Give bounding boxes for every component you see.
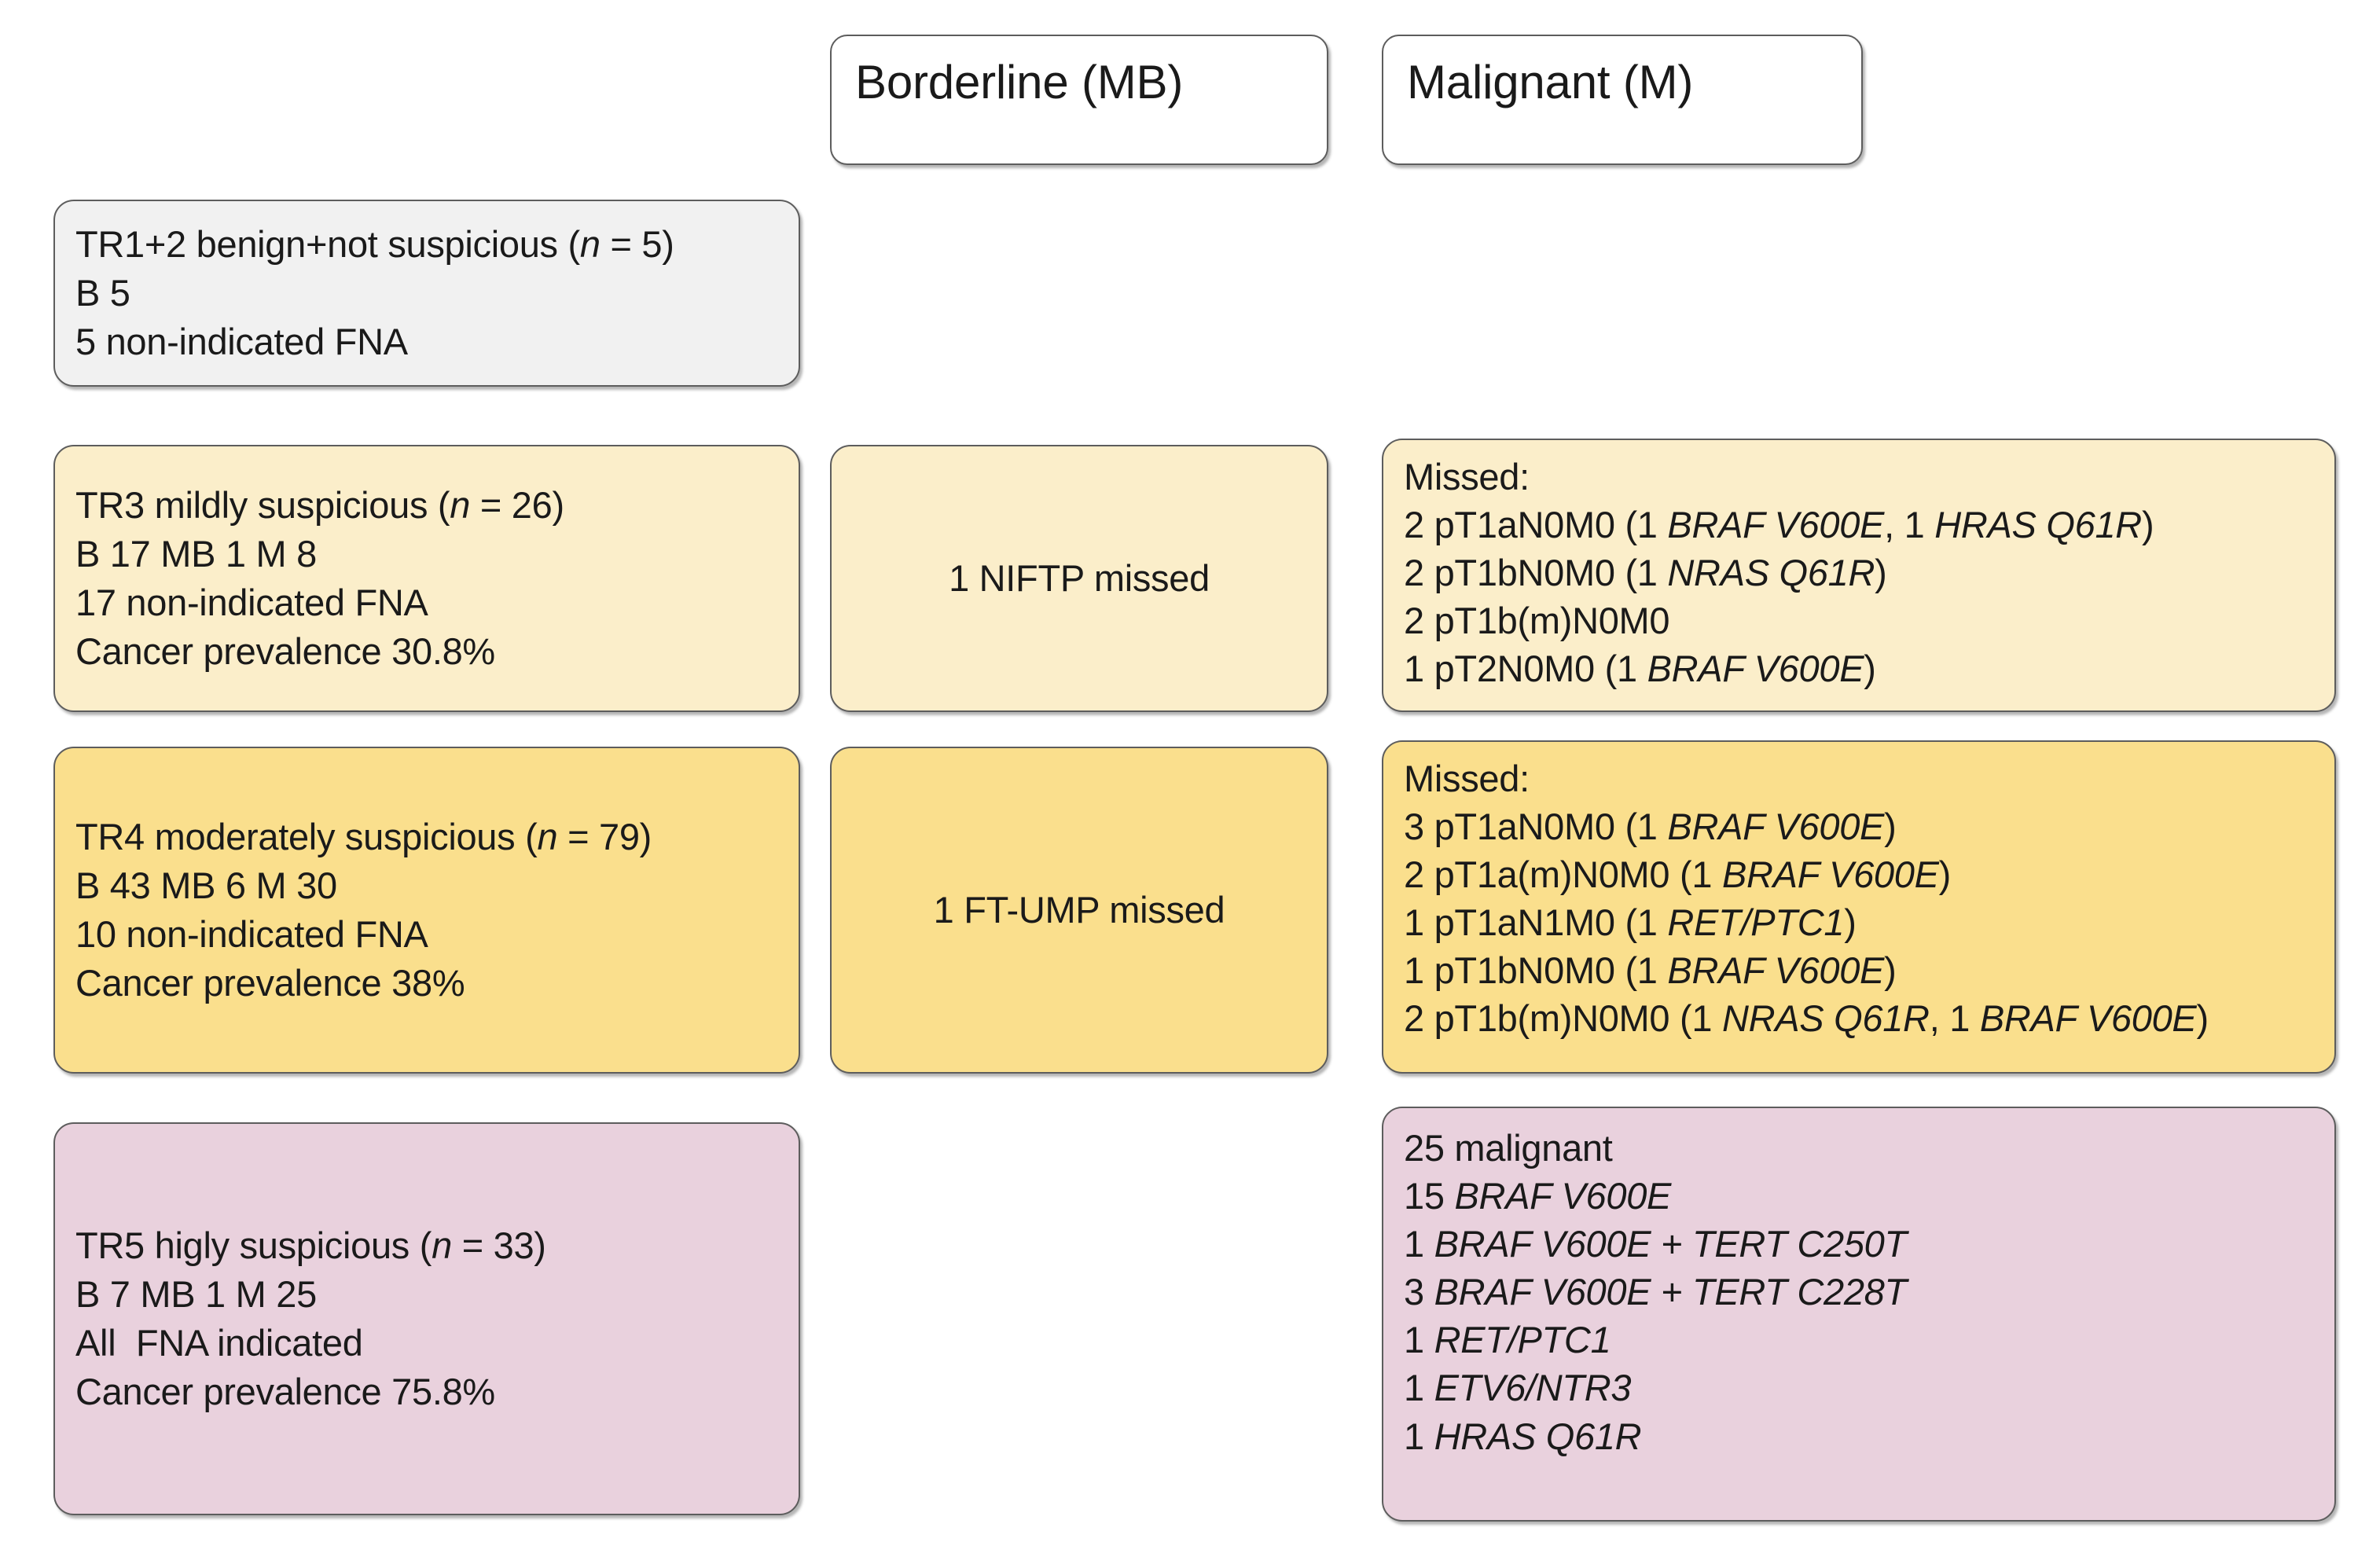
malignant-line: 1 pT1bN0M0 (1 BRAF V600E): [1404, 949, 1897, 992]
category-line: B 17 MB 1 M 8: [75, 532, 317, 575]
malignant-line: 1 HRAS Q61R: [1404, 1415, 1642, 1457]
category-line: B 43 MB 6 M 30: [75, 864, 337, 906]
category-box-tr3: TR3 mildly suspicious (n = 26) B 17 MB 1…: [53, 445, 800, 712]
category-line: B 5: [75, 271, 130, 314]
category-line: 17 non-indicated FNA: [75, 582, 428, 623]
header-box-malignant: Malignant (M): [1382, 35, 1863, 165]
header-label-borderline: Borderline (MB): [855, 56, 1184, 108]
malignant-line: 3 pT1aN0M0 (1 BRAF V600E): [1404, 806, 1897, 848]
malignant-box-tr5: 25 malignant 15 BRAF V600E 1 BRAF V600E …: [1382, 1107, 2336, 1522]
malignant-line: 2 pT1b(m)N0M0 (1 NRAS Q61R, 1 BRAF V600E…: [1404, 997, 2209, 1040]
category-line: TR5 higly suspicious (n = 33): [75, 1224, 546, 1266]
malignant-line: 2 pT1b(m)N0M0: [1404, 600, 1670, 642]
category-line: TR4 moderately suspicious (n = 79): [75, 815, 652, 857]
malignant-box-tr3: Missed: 2 pT1aN0M0 (1 BRAF V600E, 1 HRAS…: [1382, 439, 2336, 712]
malignant-line: 25 malignant: [1404, 1127, 1613, 1169]
malignant-line: Missed:: [1404, 456, 1530, 497]
malignant-line: 3 BRAF V600E + TERT C228T: [1404, 1271, 1907, 1313]
category-box-tr5: TR5 higly suspicious (n = 33) B 7 MB 1 M…: [53, 1122, 800, 1515]
malignant-line: 2 pT1bN0M0 (1 NRAS Q61R): [1404, 552, 1887, 594]
malignant-line: Missed:: [1404, 758, 1530, 799]
category-line: TR3 mildly suspicious (n = 26): [75, 483, 564, 526]
malignant-line: 1 ETV6/NTR3: [1404, 1367, 1632, 1409]
malignant-box-tr4: Missed: 3 pT1aN0M0 (1 BRAF V600E) 2 pT1a…: [1382, 740, 2336, 1074]
malignant-line: 1 RET/PTC1: [1404, 1319, 1611, 1361]
malignant-line: 1 BRAF V600E + TERT C250T: [1404, 1223, 1907, 1265]
borderline-box-tr4: 1 FT-UMP missed: [830, 747, 1328, 1074]
borderline-text: 1 FT-UMP missed: [933, 889, 1225, 931]
malignant-line: 1 pT1aN1M0 (1 RET/PTC1): [1404, 901, 1857, 944]
category-line: 5 non-indicated FNA: [75, 321, 408, 363]
category-box-tr1-2: TR1+2 benign+not suspicious (n = 5) B 5 …: [53, 200, 800, 387]
category-line: TR1+2 benign+not suspicious (n = 5): [75, 222, 674, 265]
header-label-malignant: Malignant (M): [1407, 56, 1694, 108]
malignant-line: 1 pT2N0M0 (1 BRAF V600E): [1404, 648, 1876, 690]
category-line: B 7 MB 1 M 25: [75, 1272, 317, 1315]
malignant-line: 2 pT1aN0M0 (1 BRAF V600E, 1 HRAS Q61R): [1404, 504, 2154, 546]
category-line: All FNA indicated: [75, 1322, 363, 1364]
borderline-box-tr3: 1 NIFTP missed: [830, 445, 1328, 712]
category-line: 10 non-indicated FNA: [75, 913, 428, 955]
category-box-tr4: TR4 moderately suspicious (n = 79) B 43 …: [53, 747, 800, 1074]
category-line: Cancer prevalence 75.8%: [75, 1371, 495, 1413]
category-line: Cancer prevalence 38%: [75, 962, 465, 1004]
borderline-text: 1 NIFTP missed: [949, 557, 1210, 600]
malignant-line: 2 pT1a(m)N0M0 (1 BRAF V600E): [1404, 854, 1952, 896]
malignant-line: 15 BRAF V600E: [1404, 1175, 1672, 1217]
category-line: Cancer prevalence 30.8%: [75, 630, 495, 673]
header-box-borderline: Borderline (MB): [830, 35, 1328, 165]
